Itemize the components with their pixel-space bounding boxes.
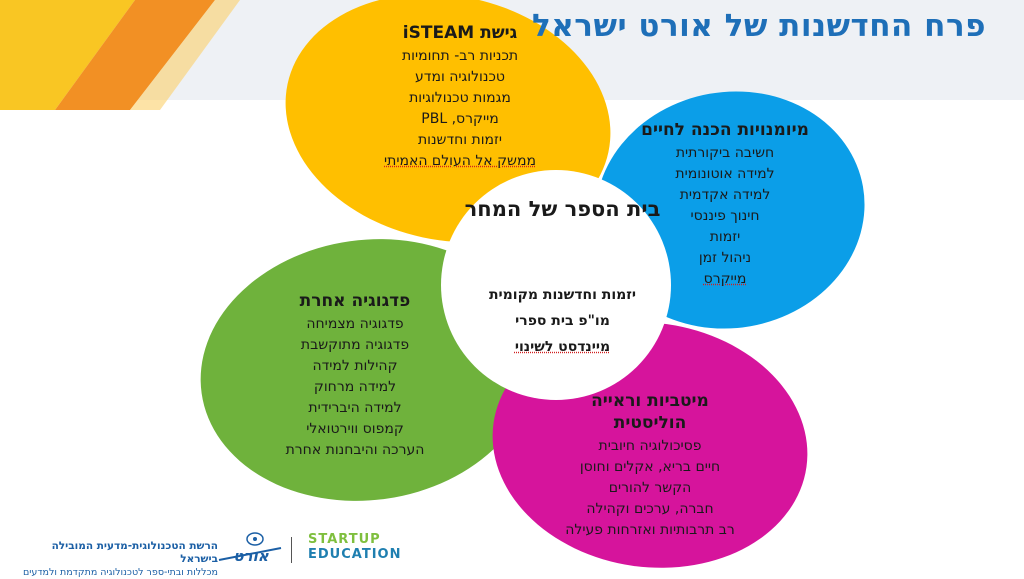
petal-pedagogy-item: קמפוס ווירטואלי [306, 421, 404, 437]
petal-skills-item: חינוך פיננסי [690, 208, 760, 224]
page-title: פרח החדשנות של אורט ישראל [531, 8, 986, 44]
petal-steam-item: ממשק אל העולם האמיתי [384, 153, 536, 169]
petal-steam-item: יזמות וחדשנות [417, 132, 503, 148]
footer-org-line1: הרשת הטכנולוגית-מדעית המובילה בישראל [51, 540, 218, 565]
petal-skills-item: מייקרס [703, 271, 747, 287]
petal-wellbeing-heading: מיטביות וראייה הוליסטית [591, 391, 709, 433]
startup-logo-line2: EDUCATION [308, 547, 402, 562]
petal-wellbeing-item: רב תרבותיות ואזרחות פעילה [565, 522, 735, 538]
petal-wellbeing-item: פסיכולוגיה חיובית [598, 438, 702, 454]
petal-pedagogy-item: למידה מרחוק [313, 379, 397, 395]
corner-shape-orange [55, 0, 215, 110]
petal-skills: מיומנויות הכנה לחיים חשיבה ביקורתית למיד… [605, 119, 845, 290]
center-item: יזמות וחדשנות מקומית [488, 287, 637, 303]
center-list: יזמות וחדשנות מקומית מו"פ בית ספרי מיינד… [450, 282, 675, 360]
petal-skills-item: למידה אקדמית [679, 187, 771, 203]
petal-wellbeing-item: הקשר להורים [608, 480, 692, 496]
petal-steam-item: תכניות רב- תחומיות [401, 48, 519, 64]
petal-steam-item: טכנולוגיה ומדע [415, 69, 505, 85]
petal-skills-item: חשיבה ביקורתית [675, 145, 775, 161]
petal-pedagogy-item: פדגוגיה מצמיחה [306, 316, 404, 332]
petal-steam-item: מייקרס, PBL [421, 111, 499, 127]
petal-pedagogy-item: קהילות למידה [312, 358, 398, 374]
petal-skills-item: למידה אוטונומית [675, 166, 775, 182]
petal-wellbeing-item: חיים בריא, אקלים וחוסן [579, 459, 721, 475]
startup-logo-line1: STARTUP [308, 532, 381, 547]
startup-education-logo: STARTUP EDUCATION [308, 533, 401, 563]
corner-shape-yellow [0, 0, 135, 110]
center-item: מו"פ בית ספרי [515, 313, 610, 329]
petal-pedagogy-heading: פדגוגיה אחרת [299, 291, 411, 311]
footer-org-line2: מכללות ובתי-ספר לטכנולוגיה מתקדמת ולמדעי… [22, 567, 218, 578]
petal-pedagogy-item: למידה היברידית [308, 400, 402, 416]
petal-skills-item: ניהול זמן [698, 250, 752, 266]
footer-org-text: הרשת הטכנולוגית-מדעית המובילה בישראל מכל… [12, 540, 218, 579]
petal-steam: גישת iSTEAM תכניות רב- תחומיות טכנולוגיה… [360, 22, 560, 172]
petal-pedagogy-item: הערכה והיבחנות אחרת [285, 442, 425, 458]
ort-logo: אורט [215, 530, 285, 566]
petal-steam-heading: גישת iSTEAM [402, 23, 518, 43]
petal-pedagogy: פדגוגיה אחרת פדגוגיה מצמיחה פדגוגיה מתוק… [255, 290, 455, 461]
footer-separator [291, 537, 292, 563]
petal-wellbeing-item: חברה, ערכים וקהילה [586, 501, 714, 517]
center-item: מיינדסט לשינוי [514, 339, 611, 355]
petal-pedagogy-item: פדגוגיה מתוקשבת [300, 337, 410, 353]
center-title: בית הספר של המחר [464, 197, 661, 221]
ort-logo-mark: אורט [218, 532, 282, 565]
center-circle [441, 170, 671, 400]
petal-wellbeing: מיטביות וראייה הוליסטית פסיכולוגיה חיובי… [540, 390, 760, 541]
petal-skills-item: יזמות [709, 229, 741, 245]
corner-shape-light [130, 0, 240, 110]
petal-skills-heading: מיומנויות הכנה לחיים [641, 120, 809, 140]
petal-steam-item: מגמות טכנולוגיות [409, 90, 511, 106]
ort-logo-text: אורט [233, 547, 268, 565]
